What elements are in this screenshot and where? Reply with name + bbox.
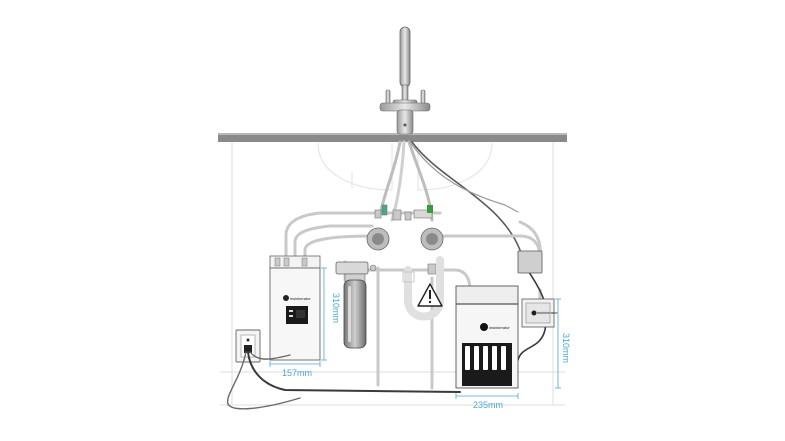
tank-height-label: 310mm: [331, 293, 341, 323]
boiler-vents: [465, 346, 506, 370]
control-box: insinkerator: [517, 250, 558, 328]
tank-dimension-lines: [269, 267, 327, 367]
control-height-label: 310mm: [561, 333, 571, 363]
water-filter: [335, 261, 377, 349]
tank-width-label: 157mm: [282, 368, 312, 378]
wall-socket: [235, 329, 261, 363]
countertop: [218, 133, 567, 142]
boiler-width-label: 235mm: [473, 400, 503, 410]
power-cables: [226, 257, 548, 410]
control-dimension-lines: [555, 298, 561, 389]
tap: [379, 26, 431, 135]
stop-valve-left: [366, 209, 390, 251]
control-box-logo: insinkerator: [537, 310, 558, 315]
tee-fittings: [381, 204, 437, 275]
boiler-unit: insinkerator: [455, 285, 519, 389]
cold-tank-unit: insinkerator: [269, 255, 321, 361]
sink-bowls: [317, 142, 493, 191]
tank-logo: insinkerator: [290, 296, 311, 301]
tap-hoses: [378, 140, 521, 251]
stop-valve-right: [413, 205, 444, 251]
waste-outline: [402, 271, 415, 283]
boiler-logo: insinkerator: [489, 325, 510, 330]
boiler-dimension-lines: [455, 393, 519, 399]
warning-icon: [417, 283, 443, 307]
